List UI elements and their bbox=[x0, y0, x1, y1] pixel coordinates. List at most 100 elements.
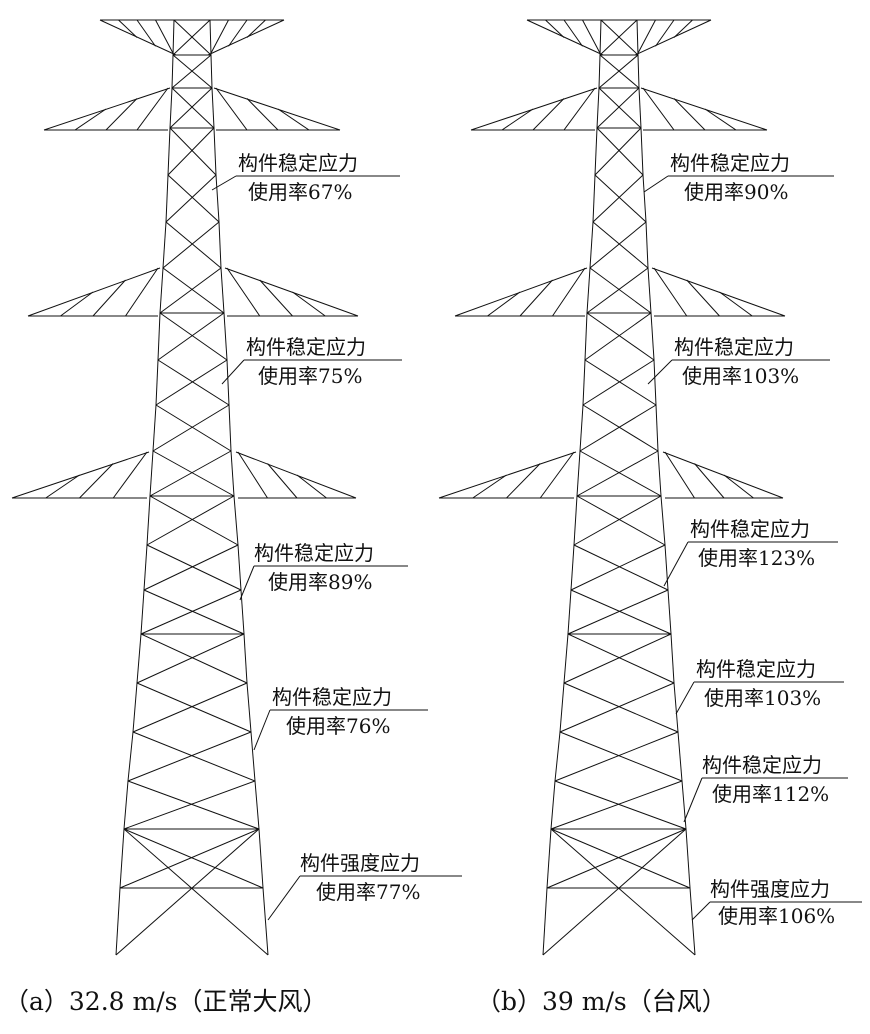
annotation-a-3: 构件稳定应力 使用率89% bbox=[239, 541, 408, 601]
annotation-line1: 构件稳定应力 bbox=[670, 151, 790, 175]
diagonal-member bbox=[172, 54, 213, 89]
leader-line bbox=[221, 359, 245, 385]
annotation-line1: 构件稳定应力 bbox=[254, 541, 374, 565]
tower-leg bbox=[559, 682, 565, 733]
cross-arm-tie bbox=[43, 87, 171, 131]
tower-a bbox=[11, 19, 359, 956]
leader-line bbox=[253, 709, 271, 751]
tower-leg bbox=[598, 54, 601, 89]
cross-arm-brace bbox=[532, 98, 565, 131]
tower-leg bbox=[653, 359, 657, 406]
diagonal-member bbox=[146, 544, 242, 591]
diagonal-member bbox=[123, 828, 269, 956]
diagonal-member bbox=[598, 54, 639, 89]
diagonal-member bbox=[542, 828, 687, 956]
cross-arm-tie bbox=[207, 19, 285, 56]
diagonal-member bbox=[146, 495, 235, 546]
tower-leg bbox=[657, 450, 662, 497]
annotation-a-5: 构件强度应力 使用率77% bbox=[267, 851, 462, 921]
tower-leg bbox=[660, 495, 666, 546]
diagonal-member bbox=[157, 359, 230, 406]
annotation-line2: 使用率123% bbox=[698, 546, 815, 570]
tower-leg bbox=[228, 404, 232, 452]
tower-leg bbox=[159, 267, 164, 314]
tower-leg bbox=[246, 682, 252, 733]
cross-arm-tie bbox=[662, 451, 784, 499]
diagonal-member bbox=[550, 828, 691, 889]
cross-arm-brace bbox=[79, 463, 114, 499]
diagonal-member bbox=[159, 267, 222, 314]
cross-arm-brace bbox=[552, 267, 586, 317]
annotation-line2: 使用率112% bbox=[712, 782, 829, 806]
cross-arm-brace bbox=[673, 98, 706, 131]
diagonal-member bbox=[594, 127, 642, 176]
diagonal-member bbox=[584, 312, 652, 361]
tower-leg bbox=[262, 887, 269, 956]
tower-leg bbox=[681, 780, 687, 830]
diagonal-member bbox=[582, 359, 655, 406]
tower-leg bbox=[172, 19, 175, 56]
tower-leg bbox=[209, 19, 212, 56]
cross-arm-brace bbox=[636, 19, 656, 56]
diagonal-member bbox=[155, 404, 232, 452]
tower-leg bbox=[140, 589, 145, 635]
tower-leg bbox=[258, 828, 264, 889]
tower-leg bbox=[596, 87, 600, 129]
cross-arm-tie bbox=[640, 87, 768, 131]
cross-arm-brace bbox=[136, 19, 156, 47]
leader-line bbox=[691, 901, 711, 921]
cross-arm-tie bbox=[99, 19, 177, 56]
diagonal-member bbox=[563, 633, 672, 684]
annotation-line2: 使用率90% bbox=[684, 180, 788, 204]
diagonal-member bbox=[157, 312, 225, 361]
cross-arm-brace bbox=[45, 474, 80, 499]
diagonal-member bbox=[550, 780, 683, 830]
cross-arm-brace bbox=[723, 474, 754, 499]
tower-leg bbox=[171, 54, 174, 89]
tower-leg bbox=[573, 495, 578, 546]
diagonal-member bbox=[171, 54, 212, 89]
cross-arm-tie bbox=[634, 19, 712, 56]
tower-leg bbox=[233, 495, 239, 546]
cross-arm-brace bbox=[653, 267, 688, 317]
tower-leg bbox=[570, 544, 575, 591]
annotation-b-1: 构件稳定应力 使用率90% bbox=[643, 151, 834, 204]
tower-leg bbox=[226, 359, 230, 406]
tower-leg bbox=[563, 633, 569, 684]
cross-arm-brace bbox=[292, 291, 326, 317]
tower-leg bbox=[640, 127, 644, 176]
cross-arm-tie bbox=[27, 267, 161, 317]
diagonal-member bbox=[589, 267, 652, 314]
diagonal-member bbox=[127, 780, 260, 830]
diagonal-member bbox=[140, 589, 242, 635]
cross-arm-tie bbox=[470, 87, 598, 131]
cross-arm-brace bbox=[118, 19, 138, 38]
cross-arm-brace bbox=[664, 451, 695, 499]
tower-leg bbox=[167, 127, 171, 176]
cross-arm-brace bbox=[539, 451, 575, 499]
diagonal-member bbox=[143, 589, 245, 635]
diagonal-member bbox=[559, 682, 675, 733]
caption-a: （a）32.8 m/s（正常大风） bbox=[4, 987, 327, 1016]
tower-leg bbox=[567, 589, 572, 635]
tower-leg bbox=[599, 19, 602, 56]
tower-leg bbox=[123, 780, 129, 830]
tower-leg bbox=[220, 267, 225, 314]
tower-leg bbox=[127, 731, 134, 782]
cross-arm-tie bbox=[224, 267, 359, 317]
tower-leg bbox=[152, 404, 157, 452]
tower-leg bbox=[149, 450, 154, 497]
diagonal-member bbox=[567, 589, 669, 635]
diagonal-member bbox=[171, 87, 215, 129]
annotation-line1: 构件强度应力 bbox=[300, 851, 420, 875]
cross-arm-brace bbox=[642, 87, 675, 131]
cross-arm-brace bbox=[215, 87, 248, 131]
tower-leg bbox=[223, 312, 228, 361]
diagonal-member bbox=[172, 19, 211, 56]
diagonal-member bbox=[582, 404, 659, 452]
cross-arm-brace bbox=[686, 279, 720, 317]
diagonal-member bbox=[149, 450, 232, 497]
tower-leg bbox=[230, 450, 235, 497]
cross-arm-brace bbox=[704, 108, 737, 131]
cross-arm-brace bbox=[226, 267, 261, 317]
